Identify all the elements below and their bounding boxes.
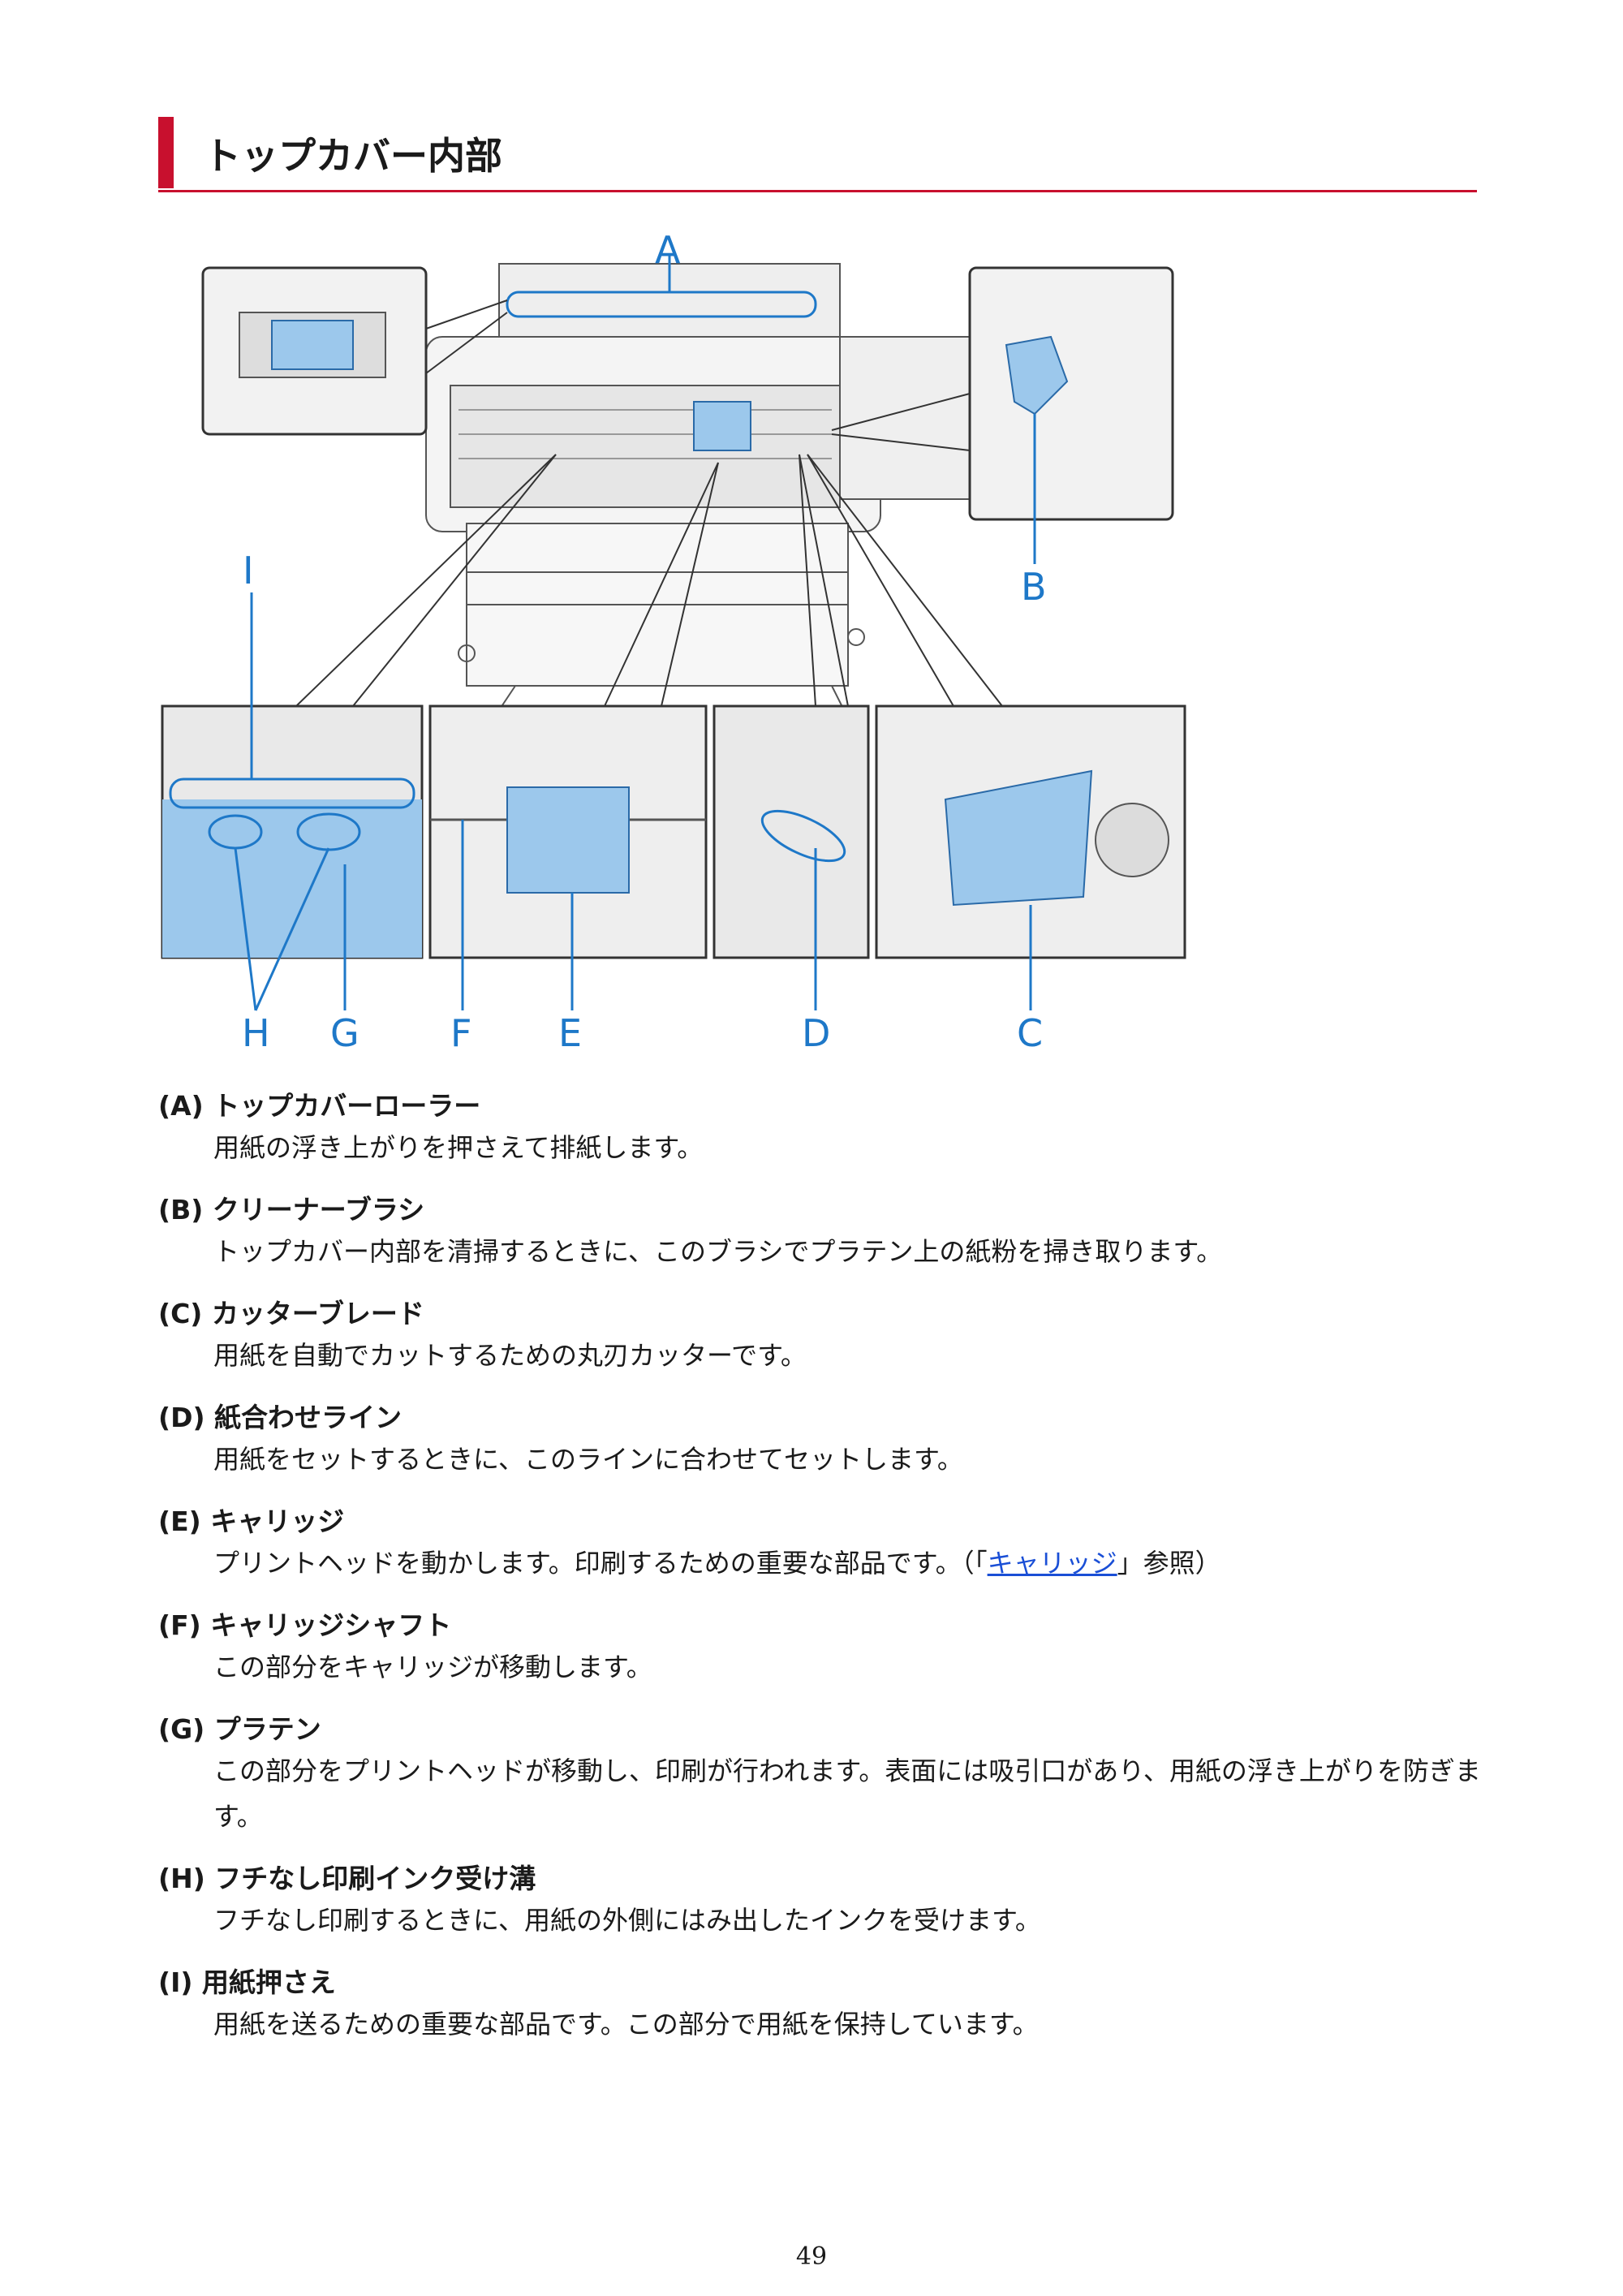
page-title: トップカバー内部 xyxy=(204,134,502,178)
list-item: (I) 用紙押さえ 用紙を送るための重要な部品です。この部分で用紙を保持していま… xyxy=(158,1964,1489,2047)
item-description: 用紙をセットするときに、このラインに合わせてセットします。 xyxy=(213,1444,963,1475)
list-item: (C) カッターブレード 用紙を自動でカットするための丸刃カッターです。 xyxy=(158,1295,1489,1378)
list-item: (G) プラテン この部分をプリントヘッドが移動し、印刷が行われます。表面には吸… xyxy=(158,1711,1489,1839)
section-heading: トップカバー内部 xyxy=(158,114,1477,192)
list-item: (A) トップカバーローラー 用紙の浮き上がりを押さえて排紙します。 xyxy=(158,1088,1489,1170)
item-description: プリントヘッドを動かします。印刷するための重要な部品です。（「キャリッジ」参照） xyxy=(213,1540,1489,1586)
item-description: トップカバー内部を清掃するときに、このブラシでプラテン上の紙粉を掃き取ります。 xyxy=(213,1236,1223,1267)
item-description-before: プリントヘッドを動かします。印刷するための重要な部品です。（「 xyxy=(213,1548,988,1579)
item-title: (B) クリーナーブラシ xyxy=(158,1194,425,1226)
callout-f: F xyxy=(450,1011,472,1055)
roller-highlight xyxy=(506,291,817,318)
carriage-link[interactable]: キャリッジ xyxy=(987,1548,1117,1579)
item-description: この部分をキャリッジが移動します。 xyxy=(213,1652,652,1682)
item-title: (H) フチなし印刷インク受け溝 xyxy=(158,1863,536,1894)
item-title: (F) キャリッジシャフト xyxy=(158,1609,452,1641)
list-item: (B) クリーナーブラシ トップカバー内部を清掃するときに、このブラシでプラテン… xyxy=(158,1191,1489,1274)
callout-g: G xyxy=(330,1011,359,1055)
list-item: (D) 紙合わせライン 用紙をセットするときに、このラインに合わせてセットします… xyxy=(158,1399,1489,1482)
item-description: 用紙の浮き上がりを押さえて排紙します。 xyxy=(213,1132,704,1163)
list-item: (F) キャリッジシャフト この部分をキャリッジが移動します。 xyxy=(158,1607,1489,1690)
callout-d: D xyxy=(802,1011,831,1055)
item-title: (E) キャリッジ xyxy=(158,1506,345,1537)
item-title: (A) トップカバーローラー xyxy=(158,1090,481,1122)
callout-h: H xyxy=(242,1011,270,1055)
parts-list: (A) トップカバーローラー 用紙の浮き上がりを押さえて排紙します。 (B) ク… xyxy=(158,1088,1489,2068)
callout-b: B xyxy=(1021,565,1047,609)
callout-c: C xyxy=(1017,1011,1044,1055)
callout-a: A xyxy=(655,228,681,272)
item-description: フチなし印刷するときに、用紙の外側にはみ出したインクを受けます。 xyxy=(213,1905,1041,1936)
printer-diagram: A B C D E F G H I xyxy=(158,231,1189,1083)
list-item: (E) キャリッジ プリントヘッドを動かします。印刷するための重要な部品です。（… xyxy=(158,1503,1489,1586)
item-title: (C) カッターブレード xyxy=(158,1298,424,1329)
item-description-after: 」参照） xyxy=(1117,1548,1221,1579)
item-title: (D) 紙合わせライン xyxy=(158,1402,403,1433)
item-title: (G) プラテン xyxy=(158,1713,321,1745)
callout-i: I xyxy=(243,549,254,592)
item-description: 用紙を送るための重要な部品です。この部分で用紙を保持しています。 xyxy=(213,2009,1039,2040)
item-description: 用紙を自動でカットするための丸刃カッターです。 xyxy=(213,1340,807,1371)
item-title: (I) 用紙押さえ xyxy=(158,1966,336,1998)
list-item: (H) フチなし印刷インク受け溝 フチなし印刷するときに、用紙の外側にはみ出した… xyxy=(158,1860,1489,1943)
callout-e: E xyxy=(558,1011,583,1055)
printer-body xyxy=(425,263,1011,735)
printer-illustration xyxy=(161,256,1186,1011)
page-number: 49 xyxy=(795,2242,828,2271)
item-description: この部分をプリントヘッドが移動し、印刷が行われます。表面には吸引口があり、用紙の… xyxy=(213,1755,1481,1832)
heading-accent-bar xyxy=(158,117,174,188)
